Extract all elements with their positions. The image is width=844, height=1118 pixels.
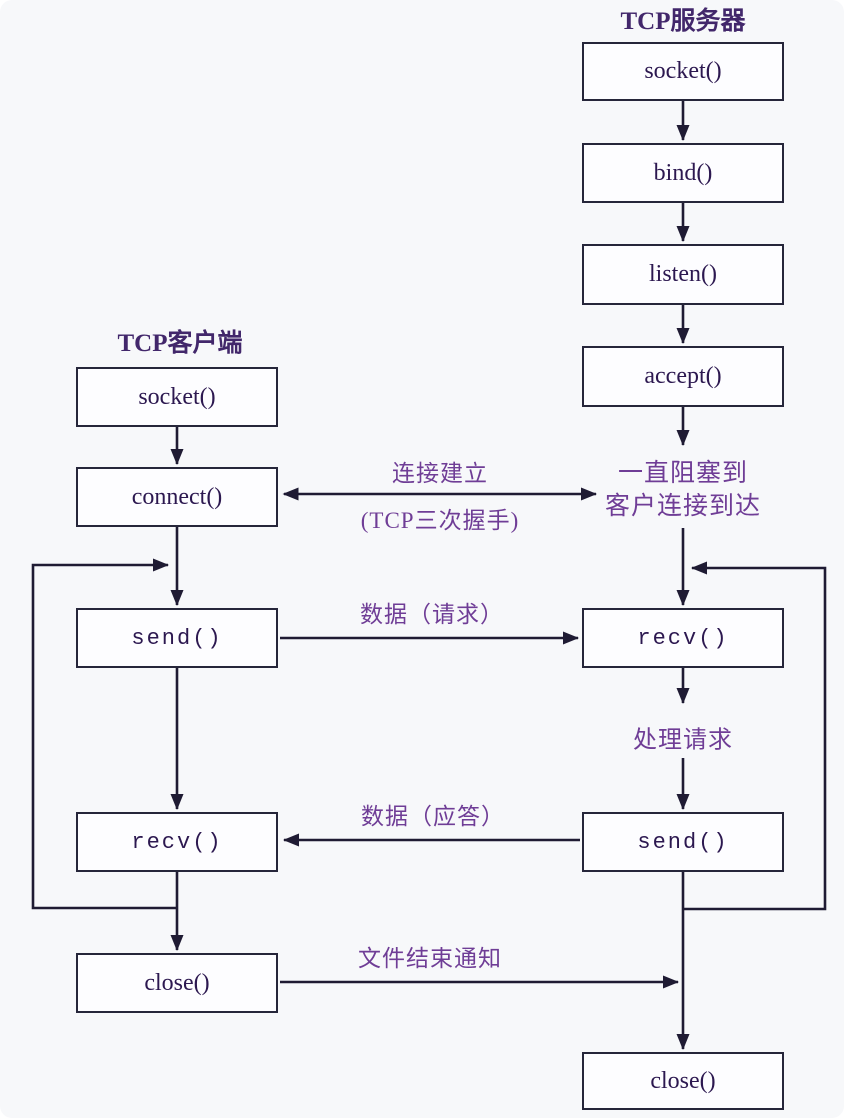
server-node-accept: accept() xyxy=(582,346,784,407)
edge-server-loop xyxy=(683,561,827,911)
edge-client-loop xyxy=(31,558,177,910)
server-node-close: close() xyxy=(582,1052,784,1110)
client-column-title: TCP客户端 xyxy=(117,330,243,357)
server-node-recv: recv() xyxy=(582,608,784,668)
data-reply-label: 数据（应答） xyxy=(361,804,505,829)
server-node-send: send() xyxy=(582,812,784,872)
server-node-listen: listen() xyxy=(582,244,784,305)
server-node-bind: bind() xyxy=(582,143,784,203)
server-node-socket: socket() xyxy=(582,42,784,101)
client-node-recv: recv() xyxy=(76,812,278,872)
eof-notice-label: 文件结束通知 xyxy=(358,946,502,971)
server-process-note: 处理请求 xyxy=(633,727,733,754)
server-column-title: TCP服务器 xyxy=(620,8,746,35)
client-node-connect: connect() xyxy=(76,467,278,527)
client-node-send: send() xyxy=(76,608,278,668)
handshake-label-top: 连接建立 xyxy=(392,461,488,486)
server-blocking-note-line2: 客户连接到达 xyxy=(604,493,762,520)
server-blocking-note-line1: 一直阻塞到 xyxy=(617,460,749,487)
data-request-label: 数据（请求） xyxy=(360,602,504,627)
client-node-socket: socket() xyxy=(76,367,278,427)
handshake-label-bottom: (TCP三次握手) xyxy=(360,508,520,533)
client-node-close: close() xyxy=(76,953,278,1013)
